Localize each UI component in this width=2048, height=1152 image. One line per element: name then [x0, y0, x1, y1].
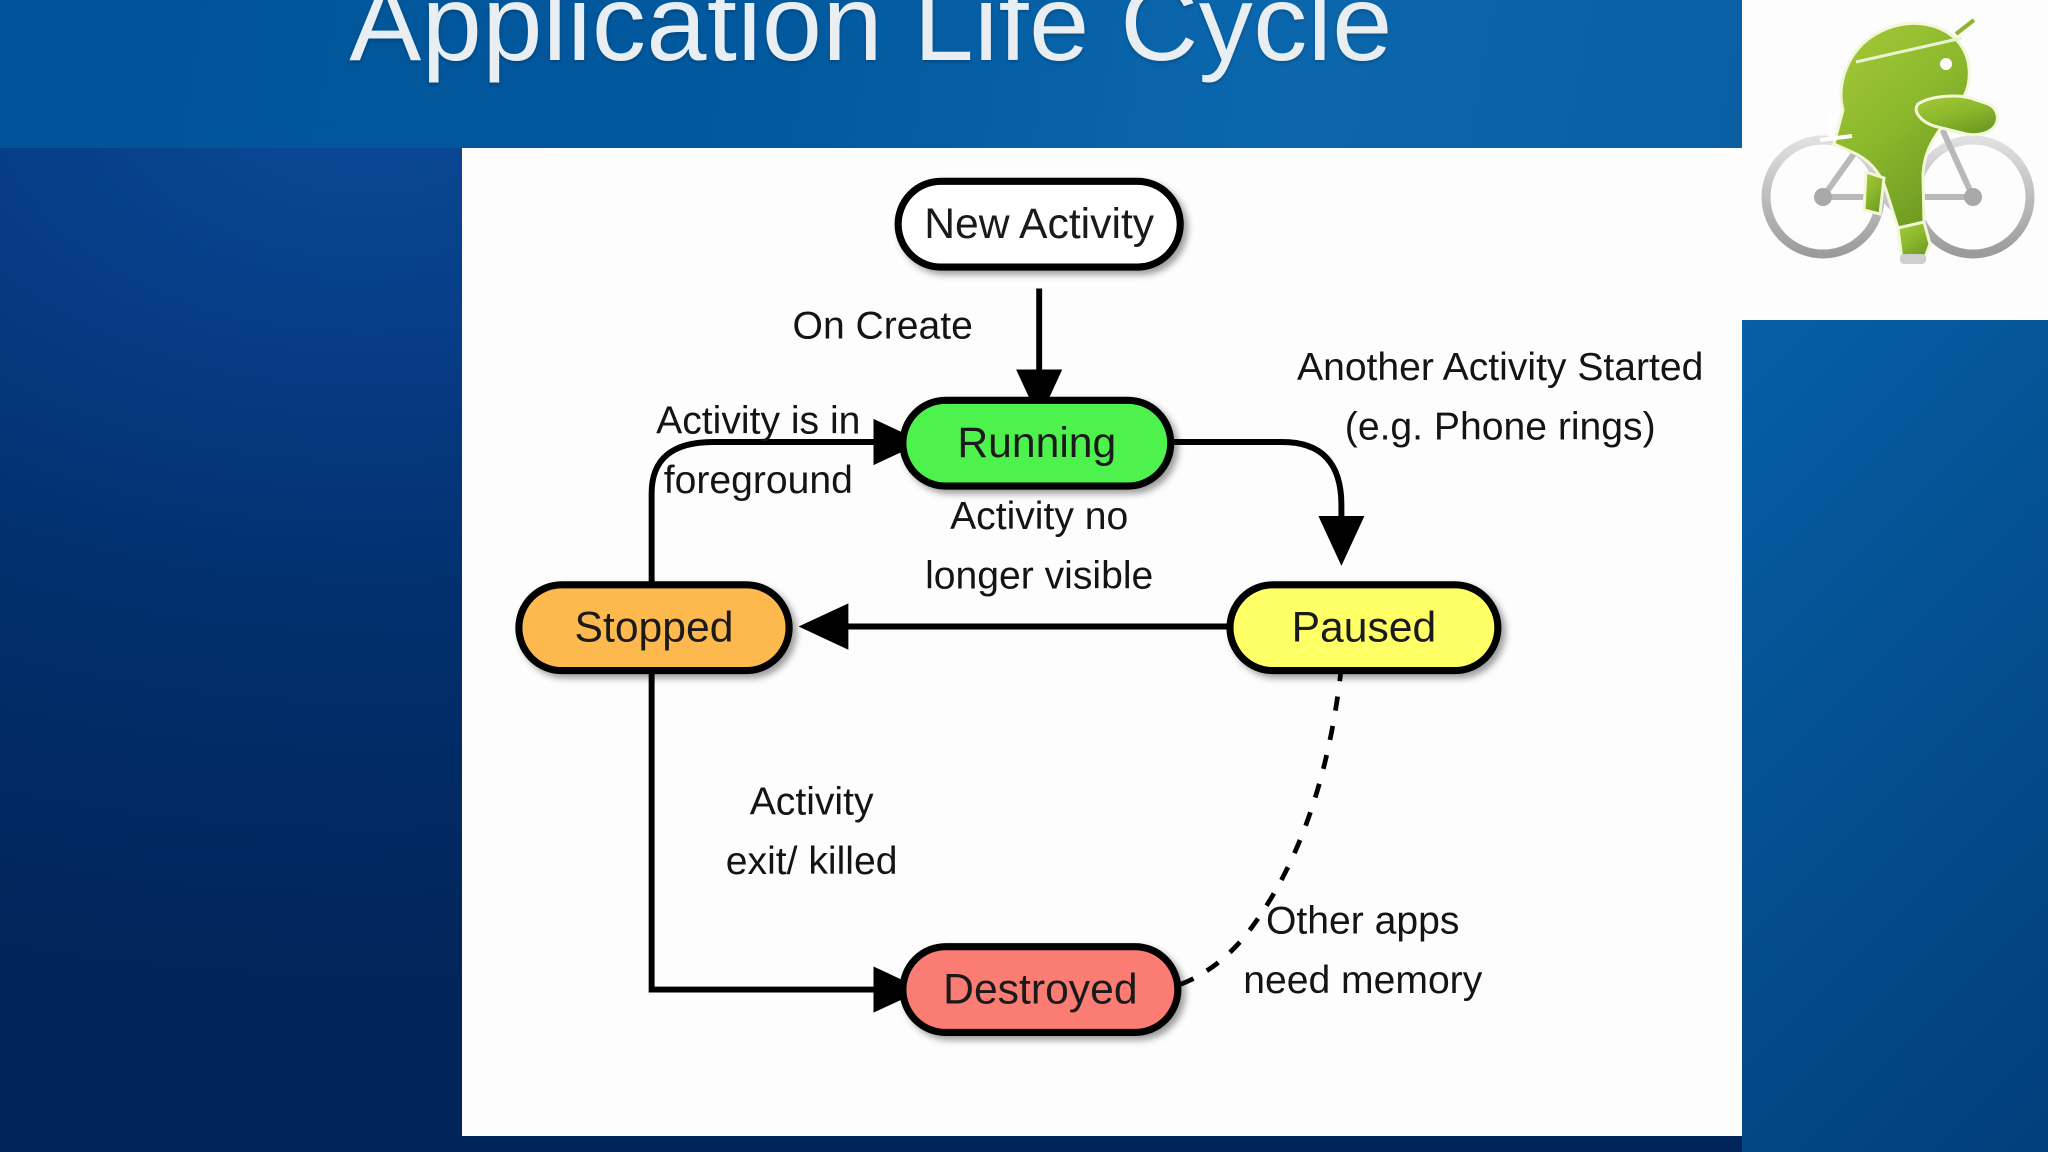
node-destroyed[interactable] [899, 943, 1182, 1037]
right-accent-band [1742, 320, 2048, 1152]
node-destroyed-label: Destroyed [943, 965, 1137, 1013]
edge-label-no-longer-visible-2: longer visible [925, 554, 1153, 597]
node-new-activity-label: New Activity [924, 200, 1155, 248]
edge-label-foreground-2: foreground [664, 459, 853, 502]
node-paused[interactable] [1226, 581, 1502, 675]
edge-label-exit-killed-2: exit/ killed [726, 840, 898, 883]
node-paused-label: Paused [1292, 603, 1437, 651]
edge-label-exit-killed-1: Activity [750, 781, 874, 824]
node-new-activity[interactable] [894, 177, 1184, 271]
node-running[interactable] [899, 396, 1175, 490]
lifecycle-diagram-panel: New Activity Running Stopped Paused Dest… [462, 148, 1742, 1136]
title-band [0, 0, 1742, 148]
node-running-label: Running [957, 419, 1116, 467]
edge-activity-foreground [648, 418, 924, 589]
edge-other-apps-need-memory [1163, 666, 1344, 992]
edge-label-on-create: On Create [793, 304, 973, 347]
edge-label-another-activity-2: (e.g. Phone rings) [1345, 406, 1656, 449]
edge-another-activity [1161, 439, 1365, 566]
android-robot-on-bicycle-icon [1761, 18, 2035, 264]
edge-label-no-longer-visible-1: Activity no [950, 495, 1128, 538]
node-stopped[interactable] [515, 581, 793, 675]
node-stopped-label: Stopped [575, 603, 734, 651]
edge-label-other-apps-1: Other apps [1266, 900, 1459, 943]
page-title: Application Life Cycle [349, 0, 1393, 83]
lifecycle-diagram: New Activity Running Stopped Paused Dest… [515, 177, 1703, 1037]
edge-label-foreground-1: Activity is in [656, 400, 860, 443]
edge-label-other-apps-2: need memory [1243, 959, 1482, 1002]
edge-label-another-activity-1: Another Activity Started [1297, 346, 1703, 389]
edge-exit-killed [648, 665, 924, 1013]
